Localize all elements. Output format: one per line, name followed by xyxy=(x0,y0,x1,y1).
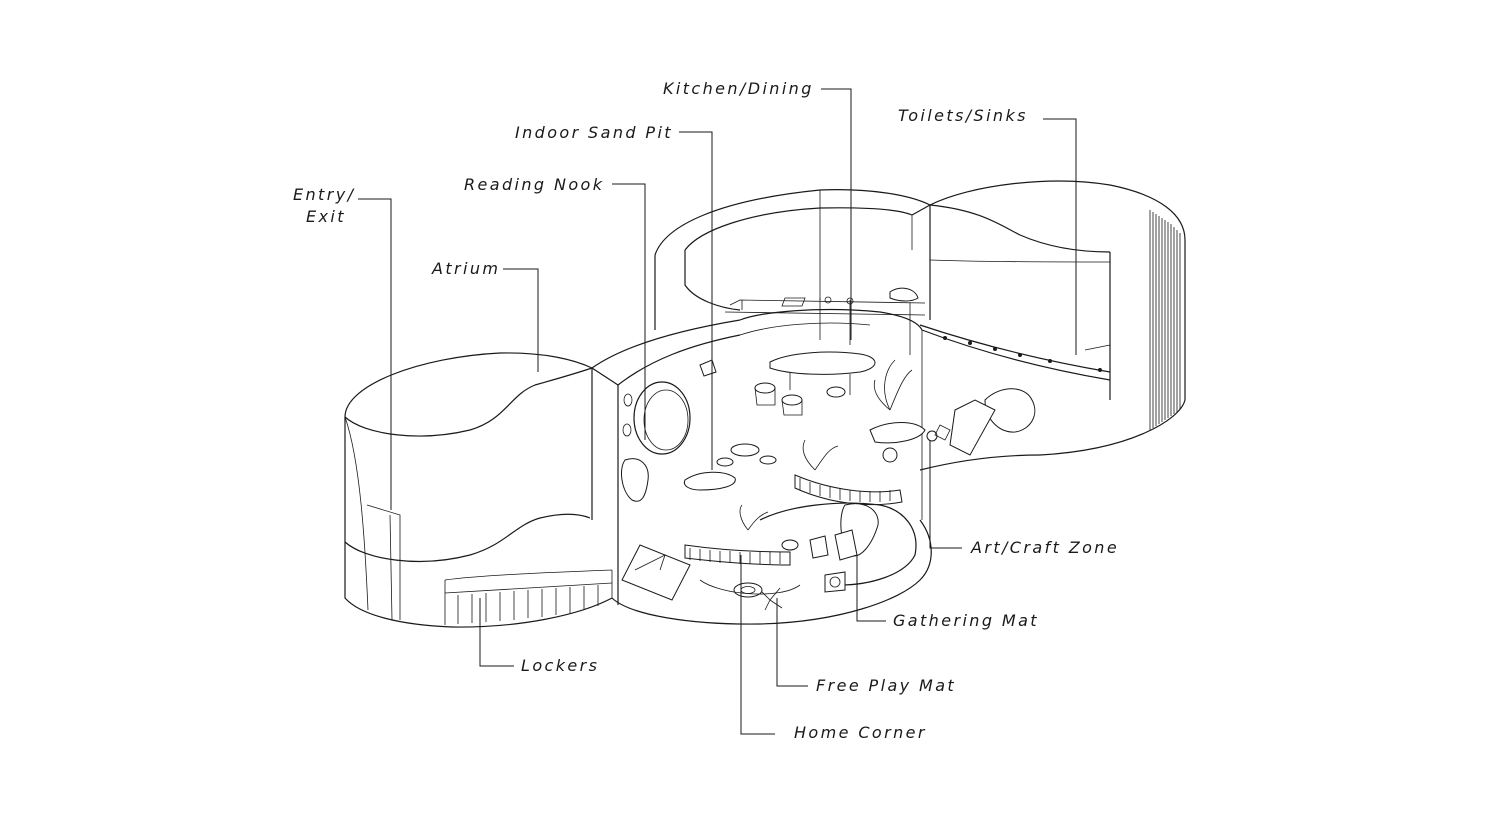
label-gathering-mat: Gathering Mat xyxy=(893,611,1039,630)
leader-gathering xyxy=(856,555,886,622)
building-structure xyxy=(344,180,1186,628)
zone-labels: Kitchen/Dining Toilets/Sinks Indoor Sand… xyxy=(293,79,1119,742)
leader-lockers xyxy=(479,598,514,667)
leader-art xyxy=(929,440,962,549)
label-lockers: Lockers xyxy=(521,656,599,675)
play-area xyxy=(621,474,917,601)
label-atrium: Atrium xyxy=(431,259,500,278)
leader-lines xyxy=(358,88,1077,735)
leader-entry xyxy=(358,198,392,510)
atrium-volume xyxy=(344,352,613,628)
kitchen-back-wall xyxy=(654,189,931,355)
label-entry: Entry/ xyxy=(293,185,355,204)
leader-freeplay xyxy=(776,598,808,687)
leader-reading xyxy=(612,183,646,440)
sand-pit xyxy=(683,359,736,491)
label-art-craft-zone: Art/Craft Zone xyxy=(970,538,1119,557)
leader-toilets xyxy=(1043,118,1077,355)
label-indoor-sand-pit: Indoor Sand Pit xyxy=(515,123,673,142)
label-free-play-mat: Free Play Mat xyxy=(816,676,956,695)
leader-kitchen xyxy=(821,88,852,340)
reading-nook-wall xyxy=(591,319,741,605)
plant-decorations xyxy=(739,359,913,611)
art-craft-elements xyxy=(926,388,1036,456)
leader-atrium xyxy=(503,268,539,372)
label-kitchen-dining: Kitchen/Dining xyxy=(663,79,814,98)
dining-furniture xyxy=(716,351,926,467)
leader-home xyxy=(740,555,775,735)
label-toilets-sinks: Toilets/Sinks xyxy=(898,106,1028,125)
toilets-volume xyxy=(919,180,1186,456)
label-exit: Exit xyxy=(306,207,346,226)
leader-sandpit xyxy=(679,131,713,470)
label-reading-nook: Reading Nook xyxy=(464,175,604,194)
label-home-corner: Home Corner xyxy=(794,723,927,742)
central-floor xyxy=(611,308,1041,625)
